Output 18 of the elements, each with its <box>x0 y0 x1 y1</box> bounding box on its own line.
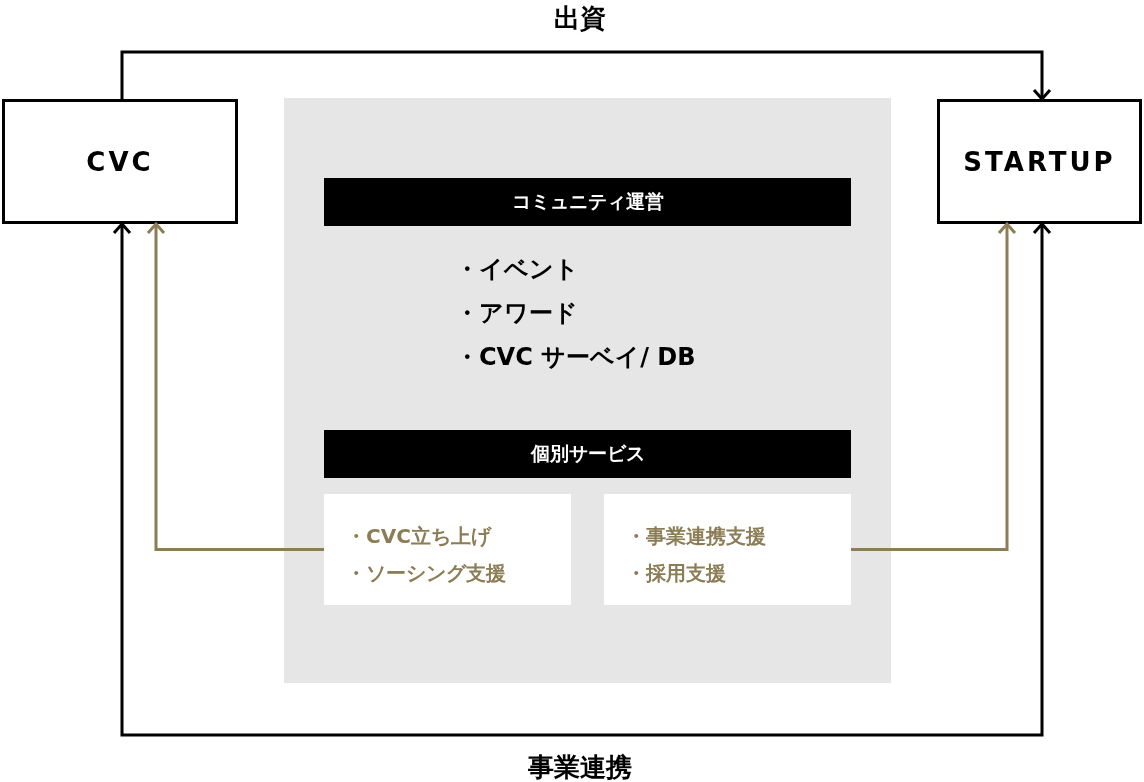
list-item: ・ソーシング支援 <box>346 560 507 587</box>
arrow <box>146 222 324 551</box>
list-item: ・イベント <box>455 254 579 285</box>
service-box <box>604 494 851 605</box>
section-header: コミュニティ運営 <box>324 178 851 226</box>
arrow <box>112 222 1052 737</box>
arrow <box>851 222 1017 551</box>
entity-box: STARTUP <box>937 99 1142 224</box>
list-item: ・CVC サーベイ/ DB <box>455 342 696 373</box>
list-item: ・アワード <box>455 298 578 329</box>
list-item: ・事業連携支援 <box>626 523 767 550</box>
entity-box: CVC <box>2 99 238 224</box>
service-box <box>324 494 571 605</box>
list-item: ・CVC立ち上げ <box>346 523 493 550</box>
service-panel <box>284 98 891 683</box>
section-header: 個別サービス <box>324 430 851 478</box>
arrow <box>120 50 1052 101</box>
list-item: ・採用支援 <box>626 560 727 587</box>
